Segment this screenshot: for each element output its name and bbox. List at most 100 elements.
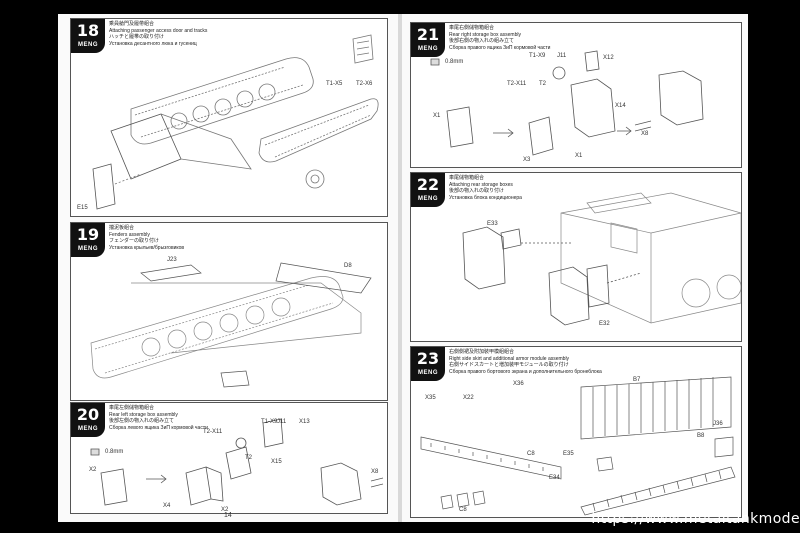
part-label: X13 xyxy=(299,419,310,425)
step-23-illustration xyxy=(420,376,736,516)
step-23-badge: 23 MENG xyxy=(411,347,445,381)
title-cn: 乘員艙門及履帶組合 xyxy=(109,21,155,27)
title-ru: Сборка правого ящика ЗиП кормовой части xyxy=(449,44,551,51)
page-number: 14 xyxy=(224,512,232,519)
part-label: T2-X11 xyxy=(203,429,223,435)
step-18-badge: 18 MENG xyxy=(71,19,105,53)
step-19-badge: 19 MENG xyxy=(71,223,105,257)
title-jp: ハッチと履帯の取り付け xyxy=(109,34,165,40)
step-number: 21 xyxy=(416,25,440,44)
part-label: X36 xyxy=(513,381,524,387)
part-label: T1-X9 xyxy=(261,419,278,425)
part-label: X1 xyxy=(575,153,583,159)
part-label: X4 xyxy=(163,503,171,509)
part-label: T2 xyxy=(539,81,547,87)
title-jp: 後部右側の物入れの組み立て xyxy=(449,38,515,44)
part-label: D8 xyxy=(344,263,352,269)
step-23-titles: 右側側裙及附加裝甲模組組合 Right side skirt and addit… xyxy=(449,349,602,375)
part-label: E33 xyxy=(487,221,498,227)
part-label: X35 xyxy=(425,395,436,401)
title-ru: Сборка правого бортового экрана и дополн… xyxy=(449,368,602,375)
step-19-titles: 擋泥板組合 Fenders assembly フェンダーの取り付け Устано… xyxy=(109,225,184,251)
part-label: X14 xyxy=(615,103,626,109)
brand-logo: MENG xyxy=(418,370,438,376)
part-label: X2 xyxy=(221,507,229,513)
title-cn: 車尾左側儲物箱組合 xyxy=(109,405,155,411)
step-22-panel: 22 MENG 車尾儲物箱組合 Attaching rear storage b… xyxy=(410,172,742,342)
wire-size: 0.8mm xyxy=(445,59,464,65)
part-label: B8 xyxy=(697,433,705,439)
step-22-titles: 車尾儲物箱組合 Attaching rear storage boxes 後部の… xyxy=(449,175,522,201)
part-label: T1-X9 xyxy=(529,53,546,59)
step-number: 22 xyxy=(416,175,440,194)
brand-logo: MENG xyxy=(418,196,438,202)
step-22-illustration xyxy=(462,192,741,326)
part-label: T1-X5 xyxy=(326,81,343,87)
step-20-panel: 20 MENG 車尾左側儲物箱組合 Rear left storage box … xyxy=(70,402,388,514)
title-jp: フェンダーの取り付け xyxy=(109,238,160,244)
part-label: E35 xyxy=(563,451,574,457)
title-ru: Сборка левого ящика ЗиП кормовой части xyxy=(109,424,208,431)
step-number: 19 xyxy=(76,225,100,244)
book-gutter xyxy=(398,14,402,522)
instruction-page-left: 18 MENG 乘員艙門及履帶組合 Attaching passenger ac… xyxy=(58,14,398,522)
title-cn: 右側側裙及附加裝甲模組組合 xyxy=(449,349,515,355)
title-en: Fenders assembly xyxy=(109,231,150,238)
brand-logo: MENG xyxy=(78,42,98,48)
step-23-panel: 23 MENG 右側側裙及附加裝甲模組組合 Right side skirt a… xyxy=(410,346,742,518)
title-jp: 後部左側の物入れの組み立て xyxy=(109,418,175,424)
title-en: Attaching passenger access door and trac… xyxy=(109,27,208,34)
title-jp: 後部の物入れの取り付け xyxy=(449,188,505,194)
instruction-page-right: 21 MENG 車尾右側儲物箱組合 Rear right storage box… xyxy=(402,14,748,522)
part-label: C8 xyxy=(527,451,535,457)
brand-logo: MENG xyxy=(418,46,438,52)
title-ru: Установка блока кондиционера xyxy=(449,194,522,201)
part-label: J11 xyxy=(557,53,567,59)
title-en: Right side skirt and additional armor mo… xyxy=(449,355,570,362)
part-label: C8 xyxy=(459,507,467,513)
side-part-label: E15 xyxy=(77,205,88,211)
step-21-panel: 21 MENG 車尾右側儲物箱組合 Rear right storage box… xyxy=(410,22,742,168)
part-label: T2-X6 xyxy=(356,81,373,87)
part-label: T2-X11 xyxy=(507,81,527,87)
step-number: 20 xyxy=(76,405,100,424)
title-cn: 車尾儲物箱組合 xyxy=(449,175,485,181)
title-ru: Установка десантного люка и гусениц xyxy=(109,40,197,47)
title-en: Rear right storage box assembly xyxy=(449,31,521,38)
part-label: E34 xyxy=(549,475,560,481)
step-18-illustration xyxy=(92,34,379,210)
part-label: T2 xyxy=(245,455,253,461)
step-21-badge: 21 MENG xyxy=(411,23,445,57)
part-label: J23 xyxy=(167,257,177,263)
step-21-titles: 車尾右側儲物箱組合 Rear right storage box assembl… xyxy=(449,25,550,51)
part-label: J11 xyxy=(277,419,287,425)
title-cn: 車尾右側儲物箱組合 xyxy=(449,25,495,31)
title-jp: 右側サイドスカートと増加装甲モジュールの取り付け xyxy=(449,362,569,368)
part-label: B7 xyxy=(633,377,641,383)
part-label: X8 xyxy=(641,131,649,137)
step-19-illustration xyxy=(90,262,372,388)
part-label: X22 xyxy=(463,395,474,401)
step-18-titles: 乘員艙門及履帶組合 Attaching passenger access doo… xyxy=(109,21,207,47)
part-label: X1 xyxy=(433,113,441,119)
step-20-titles: 車尾左側儲物箱組合 Rear left storage box assembly… xyxy=(109,405,208,431)
part-label: X3 xyxy=(523,157,531,163)
step-20-badge: 20 MENG xyxy=(71,403,105,437)
title-en: Attaching rear storage boxes xyxy=(449,181,513,188)
step-22-badge: 22 MENG xyxy=(411,173,445,207)
step-21-illustration xyxy=(430,50,704,156)
part-label: X8 xyxy=(371,469,379,475)
step-20-illustration xyxy=(90,418,384,506)
step-18-panel: 18 MENG 乘員艙門及履帶組合 Attaching passenger ac… xyxy=(70,18,388,217)
wire-size: 0.8mm xyxy=(105,449,124,455)
step-19-panel: 19 MENG 擋泥板組合 Fenders assembly フェンダーの取り付… xyxy=(70,222,388,401)
part-label: X2 xyxy=(89,467,97,473)
brand-logo: MENG xyxy=(78,426,98,432)
title-ru: Установка крыльев/брызговиков xyxy=(109,244,185,251)
step-number: 23 xyxy=(416,349,440,368)
brand-logo: MENG xyxy=(78,246,98,252)
part-label: J36 xyxy=(713,421,723,427)
watermark: https://www.metaltankmode xyxy=(591,511,800,527)
step-number: 18 xyxy=(76,21,100,40)
part-label: E32 xyxy=(599,321,610,327)
